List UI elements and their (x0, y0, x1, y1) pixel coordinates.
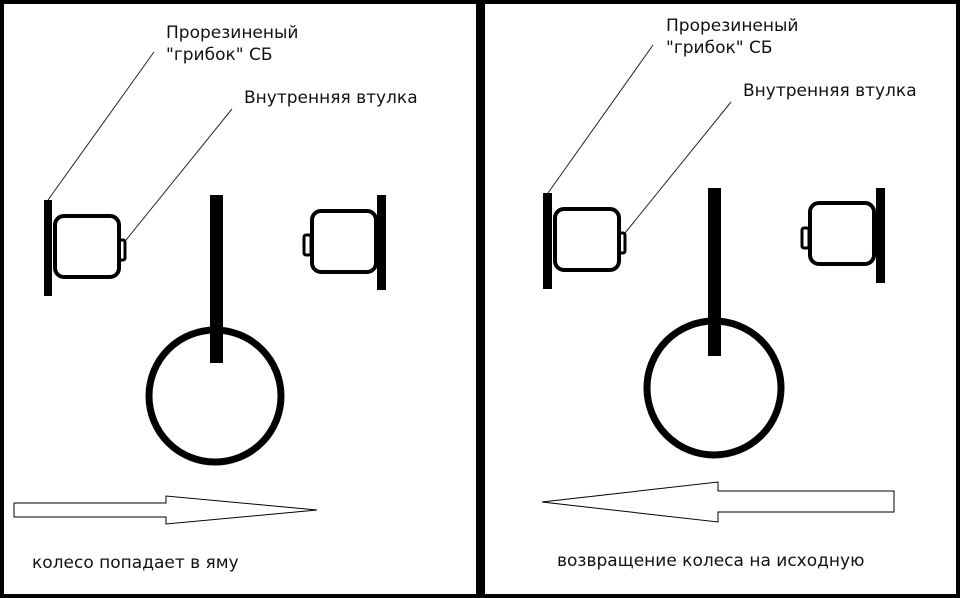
label-mushroom: Прорезиненый "грибок" СБ (666, 15, 798, 59)
caption: возвращение колеса на исходную (557, 551, 865, 571)
label-bushing: Внутренняя втулка (743, 81, 917, 101)
right-plate (876, 188, 885, 283)
arrow-right-icon (13, 495, 318, 525)
bushing-left (553, 207, 621, 272)
arrow-left-icon (541, 481, 895, 523)
label-bushing: Внутренняя втулка (244, 88, 418, 108)
leader-line-mushroom (47, 51, 155, 201)
label-mushroom-line2: "грибок" СБ (666, 38, 773, 58)
label-mushroom-line1: Прорезиненый (166, 23, 299, 43)
diagram-drawing (13, 51, 386, 525)
label-mushroom: Прорезиненый "грибок" СБ (166, 22, 298, 66)
panel-wheel-into-pit: Прорезиненый "грибок" СБ Внутренняя втул… (4, 4, 476, 594)
bushing-right (310, 209, 378, 274)
diagram-drawing (541, 44, 895, 523)
rubber-mushroom-plate (44, 200, 52, 296)
wheel (643, 317, 785, 459)
label-mushroom-line1: Прорезиненый (666, 16, 799, 36)
caption: колесо попадает в яму (32, 553, 239, 573)
suspension-strut (708, 188, 721, 356)
right-plate (377, 195, 386, 290)
wheel (145, 326, 285, 466)
panel-wheel-return: Прорезиненый "грибок" СБ Внутренняя втул… (485, 4, 956, 594)
label-mushroom-line2: "грибок" СБ (166, 45, 273, 65)
bushing-left (53, 214, 121, 279)
leader-line-mushroom (547, 44, 654, 194)
leader-line-bushing (125, 108, 233, 241)
rubber-mushroom-plate (543, 193, 552, 289)
suspension-strut (210, 195, 223, 363)
bushing-right (808, 201, 876, 266)
leader-line-bushing (624, 101, 732, 234)
